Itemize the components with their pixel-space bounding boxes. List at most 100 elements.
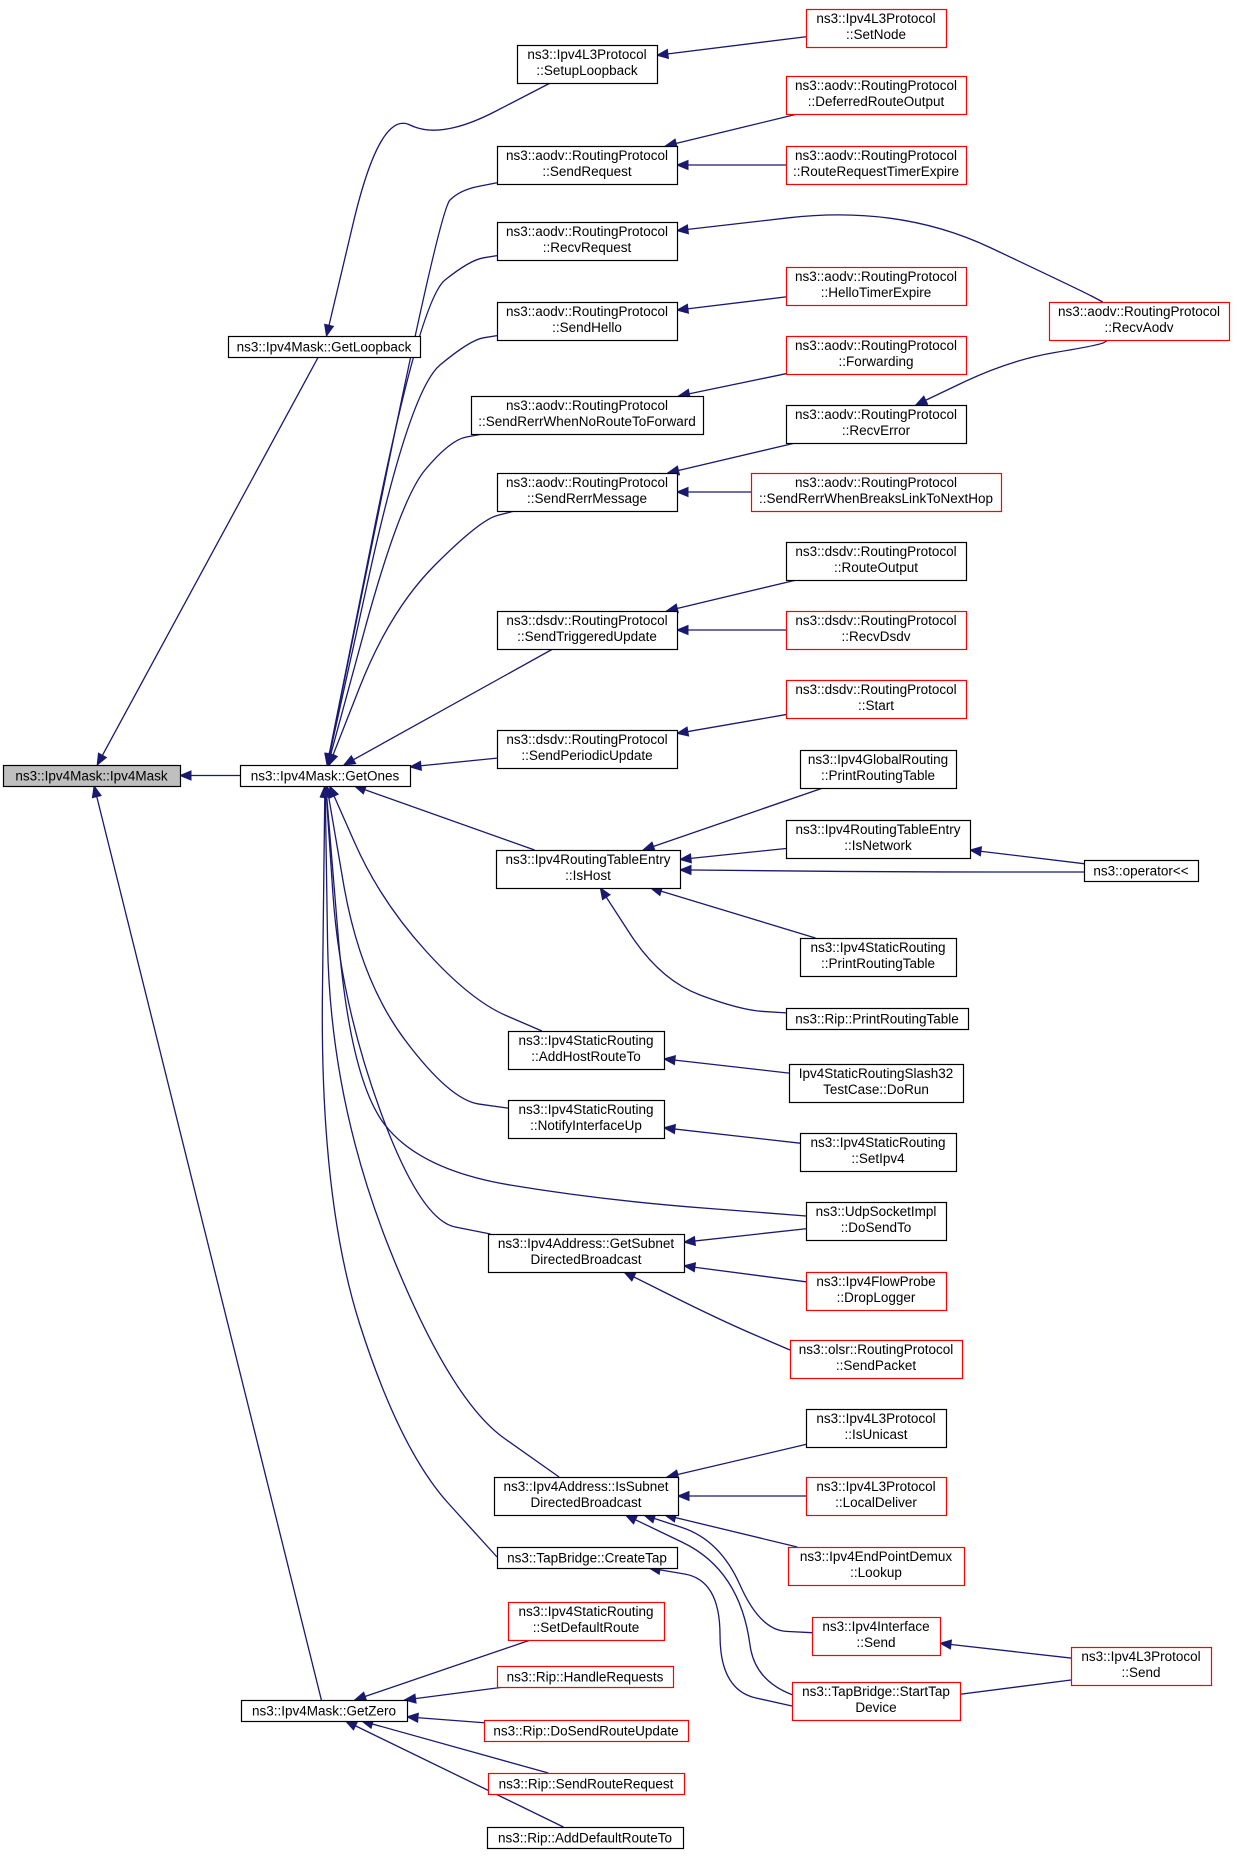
- node-box-recvaodv[interactable]: [1048, 301, 1231, 342]
- node-box-senderrbreaks[interactable]: [750, 472, 1003, 513]
- node-ripprint[interactable]: ns3::Rip::PrintRoutingTable: [785, 1007, 970, 1031]
- node-box-ishost[interactable]: [495, 849, 682, 890]
- node-recvrequest[interactable]: ns3::aodv::RoutingProtocol::RecvRequest: [496, 221, 679, 262]
- node-hellotimer[interactable]: ns3::aodv::RoutingProtocol::HelloTimerEx…: [785, 266, 968, 307]
- node-box-l3send[interactable]: [1070, 1646, 1213, 1687]
- node-root[interactable]: ns3::Ipv4Mask::Ipv4Mask: [2, 764, 182, 788]
- node-getsubnet[interactable]: ns3::Ipv4Address::GetSubnetDirectedBroad…: [487, 1233, 686, 1274]
- node-box-senderrnoroute[interactable]: [470, 395, 705, 436]
- node-box-sendrequest[interactable]: [496, 145, 679, 186]
- node-box-root[interactable]: [2, 764, 182, 788]
- node-ishost[interactable]: ns3::Ipv4RoutingTableEntry::IsHost: [495, 849, 682, 890]
- node-setipv4[interactable]: ns3::Ipv4StaticRouting::SetIpv4: [799, 1132, 958, 1173]
- node-recvdsdv[interactable]: ns3::dsdv::RoutingProtocol::RecvDsdv: [785, 610, 968, 651]
- node-box-notifyup[interactable]: [507, 1099, 666, 1140]
- node-sendhello[interactable]: ns3::aodv::RoutingProtocol::SendHello: [496, 301, 679, 342]
- node-deferred[interactable]: ns3::aodv::RoutingProtocol::DeferredRout…: [785, 75, 968, 116]
- node-l3send[interactable]: ns3::Ipv4L3Protocol::Send: [1070, 1646, 1213, 1687]
- node-setnode[interactable]: ns3::Ipv4L3Protocol::SetNode: [805, 8, 948, 49]
- node-box-sendtriggered[interactable]: [496, 610, 679, 651]
- node-box-setdefault[interactable]: [507, 1601, 666, 1642]
- node-isnetwork[interactable]: ns3::Ipv4RoutingTableEntry::IsNetwork: [785, 819, 972, 860]
- node-setuploopback[interactable]: ns3::Ipv4L3Protocol::SetupLoopback: [516, 44, 659, 85]
- node-box-recvrequest[interactable]: [496, 221, 679, 262]
- node-box-staticprint[interactable]: [799, 937, 958, 978]
- node-box-hellotimer[interactable]: [785, 266, 968, 307]
- node-box-ripprint[interactable]: [785, 1007, 970, 1031]
- node-operator[interactable]: ns3::operator<<: [1083, 859, 1200, 883]
- node-sendrequest[interactable]: ns3::aodv::RoutingProtocol::SendRequest: [496, 145, 679, 186]
- node-box-setuploopback[interactable]: [516, 44, 659, 85]
- node-box-udpdosend[interactable]: [805, 1201, 948, 1242]
- node-box-starttap[interactable]: [791, 1681, 962, 1722]
- node-forwarding[interactable]: ns3::aodv::RoutingProtocol::Forwarding: [785, 335, 968, 376]
- node-createtap[interactable]: ns3::TapBridge::CreateTap: [496, 1546, 679, 1570]
- node-droplogger[interactable]: ns3::Ipv4FlowProbe::DropLogger: [805, 1271, 948, 1312]
- node-localdeliver[interactable]: ns3::Ipv4L3Protocol::LocalDeliver: [805, 1476, 948, 1517]
- node-setdefault[interactable]: ns3::Ipv4StaticRouting::SetDefaultRoute: [507, 1601, 666, 1642]
- node-globalprint[interactable]: ns3::Ipv4GlobalRouting::PrintRoutingTabl…: [799, 749, 958, 790]
- node-box-addhostroute[interactable]: [507, 1030, 666, 1071]
- node-box-setipv4[interactable]: [799, 1132, 958, 1173]
- node-notifyup[interactable]: ns3::Ipv4StaticRouting::NotifyInterfaceU…: [507, 1099, 666, 1140]
- node-box-lookup[interactable]: [787, 1546, 966, 1587]
- node-box-senderrmsg[interactable]: [496, 472, 679, 513]
- node-box-localdeliver[interactable]: [805, 1476, 948, 1517]
- node-rreqtimer[interactable]: ns3::aodv::RoutingProtocol::RouteRequest…: [785, 145, 968, 186]
- node-box-deferred[interactable]: [785, 75, 968, 116]
- node-box-droplogger[interactable]: [805, 1271, 948, 1312]
- node-staticprint[interactable]: ns3::Ipv4StaticRouting::PrintRoutingTabl…: [799, 937, 958, 978]
- node-box-rreqtimer[interactable]: [785, 145, 968, 186]
- node-box-getones[interactable]: [239, 764, 412, 788]
- node-adddefault[interactable]: ns3::Rip::AddDefaultRouteTo: [486, 1826, 685, 1850]
- node-udpdosend[interactable]: ns3::UdpSocketImpl::DoSendTo: [805, 1201, 948, 1242]
- node-olsrsend[interactable]: ns3::olsr::RoutingProtocol::SendPacket: [789, 1339, 964, 1380]
- node-box-dsdvrouteoutput[interactable]: [785, 541, 968, 582]
- node-sendrouterequest[interactable]: ns3::Rip::SendRouteRequest: [487, 1772, 686, 1796]
- node-dsdvstart[interactable]: ns3::dsdv::RoutingProtocol::Start: [785, 679, 968, 720]
- node-recverror[interactable]: ns3::aodv::RoutingProtocol::RecvError: [785, 404, 968, 445]
- node-box-olsrsend[interactable]: [789, 1339, 964, 1380]
- node-getloopback[interactable]: ns3::Ipv4Mask::GetLoopback: [227, 335, 422, 359]
- node-recvaodv[interactable]: ns3::aodv::RoutingProtocol::RecvAodv: [1048, 301, 1231, 342]
- node-box-ifacesend[interactable]: [811, 1616, 942, 1657]
- node-senderrmsg[interactable]: ns3::aodv::RoutingProtocol::SendRerrMess…: [496, 472, 679, 513]
- node-box-adddefault[interactable]: [486, 1826, 685, 1850]
- node-box-operator[interactable]: [1083, 859, 1200, 883]
- node-getzero[interactable]: ns3::Ipv4Mask::GetZero: [240, 1699, 409, 1723]
- node-box-setnode[interactable]: [805, 8, 948, 49]
- node-isunicast[interactable]: ns3::Ipv4L3Protocol::IsUnicast: [805, 1408, 948, 1449]
- node-box-issubnet[interactable]: [493, 1476, 680, 1517]
- node-box-getloopback[interactable]: [227, 335, 422, 359]
- node-box-globalprint[interactable]: [799, 749, 958, 790]
- node-box-sendperiodic[interactable]: [496, 729, 679, 770]
- node-box-sendrouterequest[interactable]: [487, 1772, 686, 1796]
- node-sendtriggered[interactable]: ns3::dsdv::RoutingProtocol::SendTriggere…: [496, 610, 679, 651]
- node-box-handlereq[interactable]: [496, 1665, 675, 1689]
- node-box-createtap[interactable]: [496, 1546, 679, 1570]
- node-dosendroute[interactable]: ns3::Rip::DoSendRouteUpdate: [483, 1719, 690, 1743]
- node-box-getsubnet[interactable]: [487, 1233, 686, 1274]
- node-getones[interactable]: ns3::Ipv4Mask::GetOnes: [239, 764, 412, 788]
- node-ifacesend[interactable]: ns3::Ipv4Interface::Send: [811, 1616, 942, 1657]
- node-box-getzero[interactable]: [240, 1699, 409, 1723]
- node-box-sendhello[interactable]: [496, 301, 679, 342]
- node-box-recvdsdv[interactable]: [785, 610, 968, 651]
- node-lookup[interactable]: ns3::Ipv4EndPointDemux::Lookup: [787, 1546, 966, 1587]
- node-senderrnoroute[interactable]: ns3::aodv::RoutingProtocol::SendRerrWhen…: [470, 395, 705, 436]
- node-sendperiodic[interactable]: ns3::dsdv::RoutingProtocol::SendPeriodic…: [496, 729, 679, 770]
- node-box-slash32[interactable]: [788, 1063, 965, 1104]
- node-box-isnetwork[interactable]: [785, 819, 972, 860]
- node-box-recverror[interactable]: [785, 404, 968, 445]
- node-box-dosendroute[interactable]: [483, 1719, 690, 1743]
- node-issubnet[interactable]: ns3::Ipv4Address::IsSubnetDirectedBroadc…: [493, 1476, 680, 1517]
- node-box-dsdvstart[interactable]: [785, 679, 968, 720]
- node-addhostroute[interactable]: ns3::Ipv4StaticRouting::AddHostRouteTo: [507, 1030, 666, 1071]
- node-box-forwarding[interactable]: [785, 335, 968, 376]
- node-box-isunicast[interactable]: [805, 1408, 948, 1449]
- node-senderrbreaks[interactable]: ns3::aodv::RoutingProtocol::SendRerrWhen…: [750, 472, 1003, 513]
- node-handlereq[interactable]: ns3::Rip::HandleRequests: [496, 1665, 675, 1689]
- node-dsdvrouteoutput[interactable]: ns3::dsdv::RoutingProtocol::RouteOutput: [785, 541, 968, 582]
